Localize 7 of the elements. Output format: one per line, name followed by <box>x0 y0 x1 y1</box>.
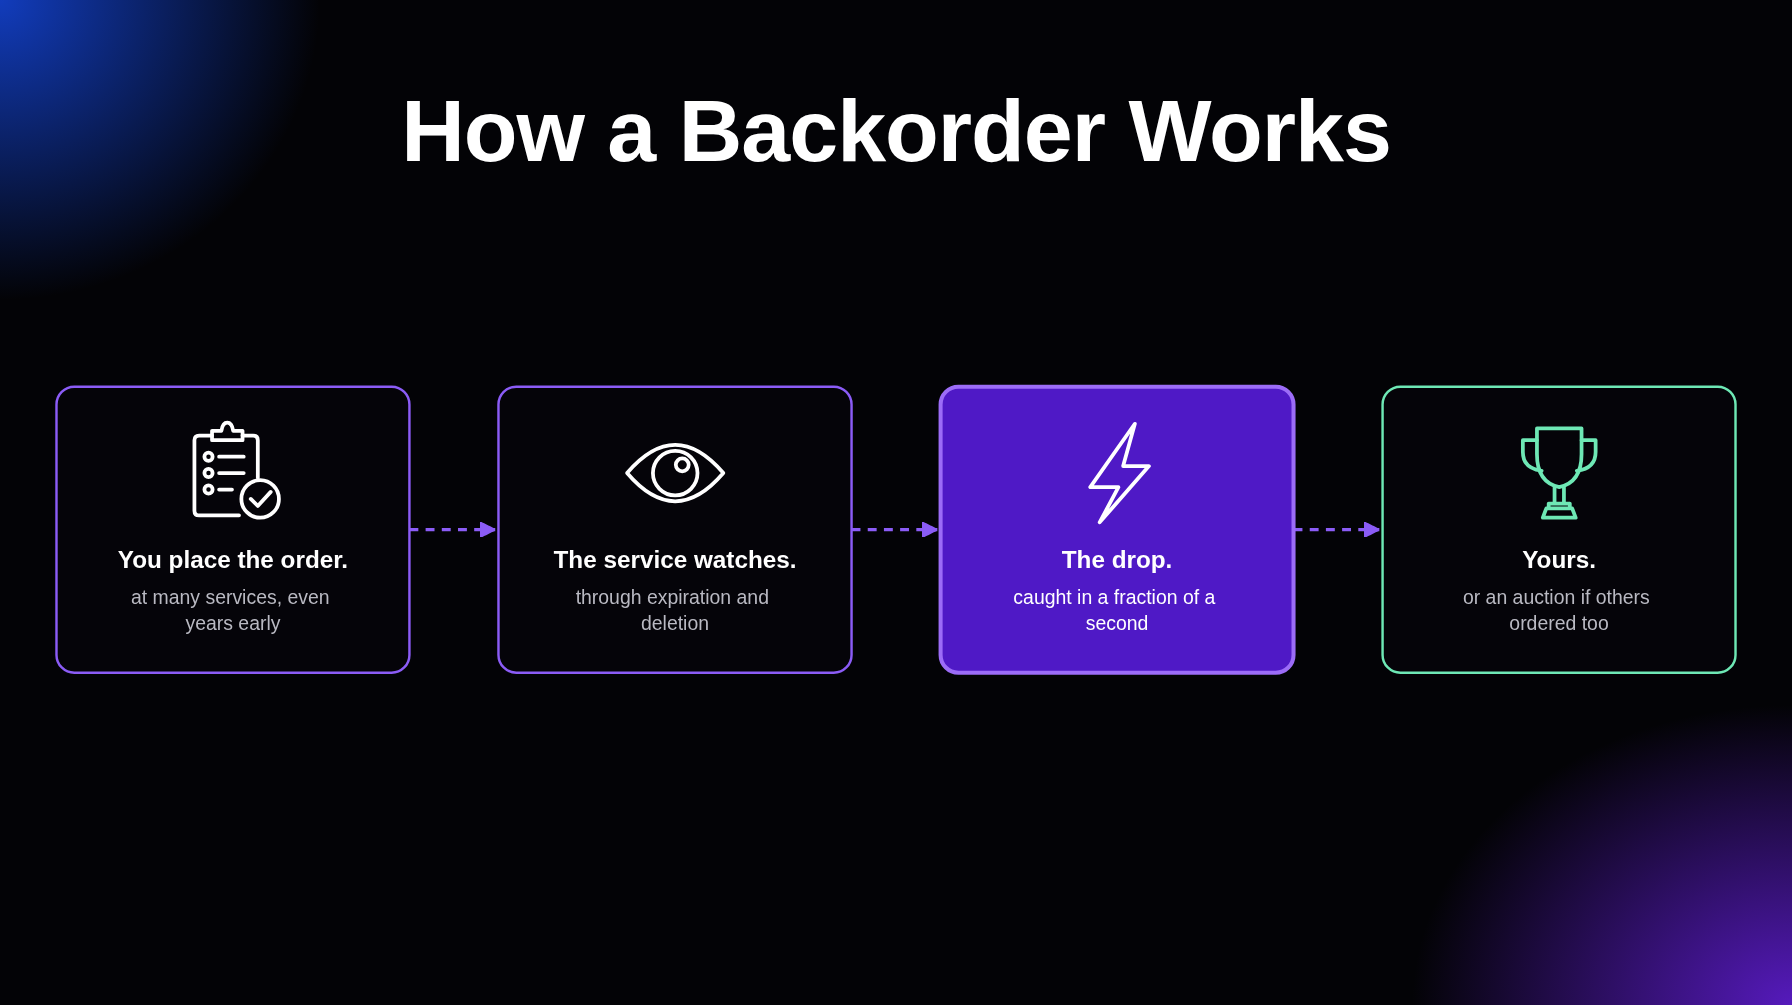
node-box: The drop. caught in a fraction of a second <box>938 385 1296 675</box>
arrow <box>851 521 939 539</box>
title: How a Backorder Works <box>401 80 1391 182</box>
node-box: You place the order. at many services, even years early <box>55 385 411 675</box>
node-box: Yours. or an auction if others ordered too <box>1381 385 1737 675</box>
arrow <box>409 521 496 539</box>
node-box: The service watches. through expiration and deletion <box>497 385 853 675</box>
